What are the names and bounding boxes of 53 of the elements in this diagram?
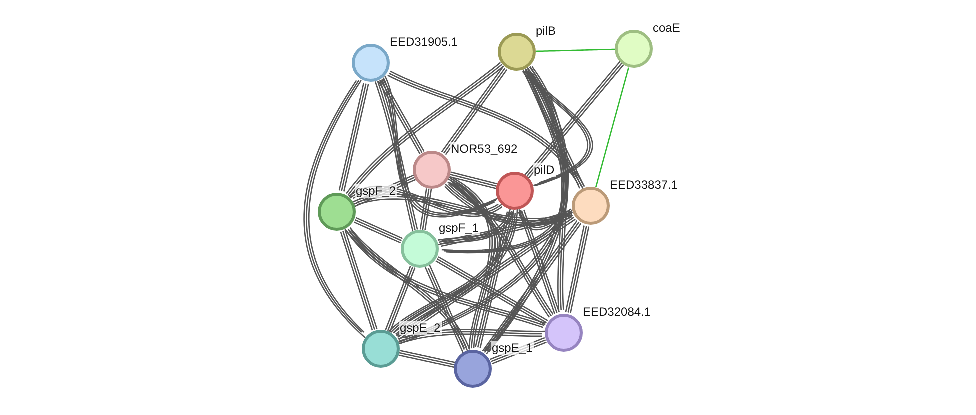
- interaction-line: [388, 182, 502, 334]
- interaction-line: [441, 66, 508, 156]
- node-label: EED31905.1: [389, 35, 460, 49]
- interaction-line: [304, 80, 366, 339]
- interaction-line: [385, 265, 416, 333]
- node-label: EED33837.1: [609, 178, 680, 192]
- interaction-line: [441, 69, 568, 254]
- interaction-line: [378, 78, 425, 155]
- interaction-line: [420, 188, 432, 232]
- interaction-line: [523, 68, 585, 190]
- node-label: pilB: [535, 24, 558, 38]
- interaction-line: [381, 75, 499, 218]
- node-label: gspE_1: [491, 341, 534, 355]
- interaction-line: [424, 264, 468, 354]
- interaction-line: [484, 66, 570, 353]
- interaction-line: [387, 70, 586, 190]
- interaction-line: [444, 184, 574, 226]
- interaction-line: [438, 208, 514, 246]
- node-label: EED32084.1: [582, 305, 652, 319]
- interaction-line: [398, 350, 456, 368]
- interaction-line: [475, 211, 513, 349]
- node-label: NOR53_692: [450, 142, 519, 156]
- interaction-line: [398, 328, 546, 345]
- interaction-line: [448, 176, 554, 318]
- interaction-line: [439, 210, 572, 248]
- interaction-line: [396, 214, 576, 340]
- interaction-line: [338, 82, 370, 192]
- interaction-line: [340, 230, 378, 332]
- interaction-line: [518, 209, 560, 315]
- interaction-line: [393, 208, 518, 337]
- interaction-line: [354, 217, 404, 244]
- interaction-line: [565, 225, 590, 314]
- interaction-line: [526, 66, 568, 312]
- node-label: pilD: [533, 163, 556, 177]
- interaction-line: [346, 227, 470, 350]
- interaction-line: [518, 208, 574, 231]
- interaction-line: [522, 68, 594, 186]
- interaction-line: [536, 48, 616, 52]
- interaction-line: [356, 194, 572, 224]
- interaction-line: [346, 62, 505, 198]
- interaction-line: [524, 61, 625, 179]
- interaction-line: [449, 172, 498, 190]
- interaction-line: [448, 177, 496, 350]
- node-label: coaE: [652, 21, 682, 35]
- interaction-line: [596, 68, 630, 188]
- node-label: gspF_1: [438, 221, 480, 235]
- node-label: gspF_2: [355, 184, 398, 198]
- node-label: gspE_2: [399, 321, 442, 335]
- interaction-line: [435, 256, 549, 326]
- interaction-line: [398, 70, 569, 344]
- interaction-line: [482, 220, 582, 355]
- interaction-line: [344, 228, 546, 328]
- interaction-line: [374, 80, 418, 232]
